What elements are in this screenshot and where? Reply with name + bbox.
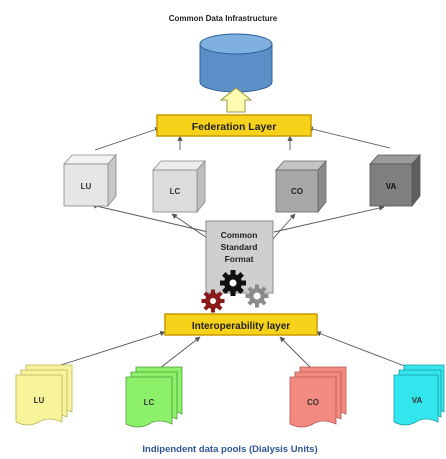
footer-caption: Indipendent data pools (Dialysis Units) [142,444,317,455]
black-gear-icon [220,270,246,296]
format-line-3: Format [225,254,254,264]
federation-layer [156,114,312,137]
pool-label: LU [34,396,45,405]
pool-lc-front [125,376,173,428]
pool-label: VA [412,396,423,405]
pool-co-front [289,376,337,428]
gray-gear-icon [245,284,269,308]
format-line-1: Common [221,230,258,240]
pool-co: CO [289,366,347,428]
cube-label: VA [386,182,397,191]
pool-label: LC [144,398,155,407]
gears-icon [201,270,269,313]
cube-label: LC [170,187,181,196]
federation-connectors [94,126,391,151]
pool-label: CO [307,398,319,407]
pool-lu: LU [15,364,73,426]
cube-co: CO [275,159,327,214]
cube-label: LU [81,182,92,191]
cube-lc: LC [152,159,206,214]
format-connectors [91,203,385,241]
cube-lc-face [152,169,198,213]
pool-connectors [44,330,416,373]
database-icon [199,33,273,93]
up-arrow-icon [219,87,253,113]
diagram-title: Common Data Infrastructure [169,14,278,23]
interoperability-layer [164,313,318,336]
red-gear-icon [201,289,225,313]
cube-co-face [275,169,319,213]
cube-lu: LU [63,153,117,208]
pool-va-front [393,374,439,426]
cube-va-face [369,163,413,207]
interoperability-layer-label: Interoperability layer [192,321,290,332]
pool-va: VA [393,364,445,426]
cube-label: CO [291,187,303,196]
cube-lu-face [63,163,109,207]
pool-lu-front [15,374,63,426]
format-line-2: Standard [221,242,258,252]
federation-layer-label: Federation Layer [192,121,277,133]
cube-va: VA [369,153,421,208]
pool-lc: LC [125,366,183,428]
